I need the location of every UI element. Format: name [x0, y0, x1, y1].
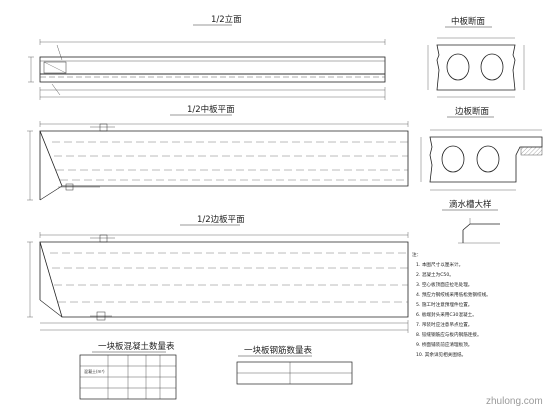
note-line: 1. 本图尺寸以厘米计。 [416, 261, 463, 268]
middle-void-right [480, 53, 504, 81]
watermark-text: zhulong.com [486, 396, 543, 407]
middle-plan-outline [39, 130, 409, 187]
notes-heading: 注： [412, 251, 421, 258]
edge-void-left [441, 145, 465, 173]
edge-plan-title: 1/2边板平面 [197, 214, 245, 225]
middle-section: 中板断面 [427, 16, 525, 98]
middle-plan-view: 1/2中板平面 [27, 104, 409, 201]
notes-block: 注： 1. 本图尺寸以厘米计。 2. 混凝土为C50。 3. 空心板顶面应拉毛处… [412, 251, 491, 358]
drip-detail: 滴水槽大样 [442, 199, 500, 244]
note-line: 4. 预应力钢绞线采用低松弛钢绞线。 [416, 291, 491, 298]
material-table-title: 一块板混凝土数量表 [98, 341, 175, 352]
rebar-table-title: 一块板钢筋数量表 [244, 345, 313, 356]
note-line: 8. 铰缝钢筋应与板内钢筋连接。 [416, 331, 482, 338]
middle-section-title: 中板断面 [451, 16, 486, 27]
elevation-title: 1/2立面 [211, 14, 242, 25]
material-table: 一块板混凝土数量表 混凝土(m³) [79, 341, 177, 400]
edge-plan-view: 1/2边板平面 [27, 214, 409, 333]
note-line: 6. 板端封头采用C30混凝土。 [416, 311, 477, 318]
edge-section: 边板断面 [420, 106, 543, 191]
middle-plan-title: 1/2中板平面 [187, 104, 235, 115]
edge-void-right [476, 145, 500, 173]
note-line: 2. 混凝土为C50。 [416, 271, 454, 278]
edge-plan-outline [39, 241, 409, 318]
note-line: 9. 桥面铺装前应清理板顶。 [416, 341, 472, 348]
edge-section-title: 边板断面 [455, 106, 490, 117]
elevation-beam [39, 56, 386, 83]
note-line: 10. 其余详见相关图纸。 [416, 351, 466, 358]
middle-void-left [446, 53, 470, 81]
note-line: 5. 施工时注意预埋件位置。 [416, 301, 472, 308]
note-line: 3. 空心板顶面应拉毛处理。 [416, 281, 472, 288]
material-cell: 混凝土(m³) [84, 368, 105, 374]
drip-detail-title: 滴水槽大样 [449, 199, 492, 210]
rebar-table: 一块板钢筋数量表 [236, 345, 353, 385]
note-line: 7. 吊装时应注意吊点位置。 [416, 321, 472, 328]
elevation-view: 1/2立面 [28, 14, 386, 100]
